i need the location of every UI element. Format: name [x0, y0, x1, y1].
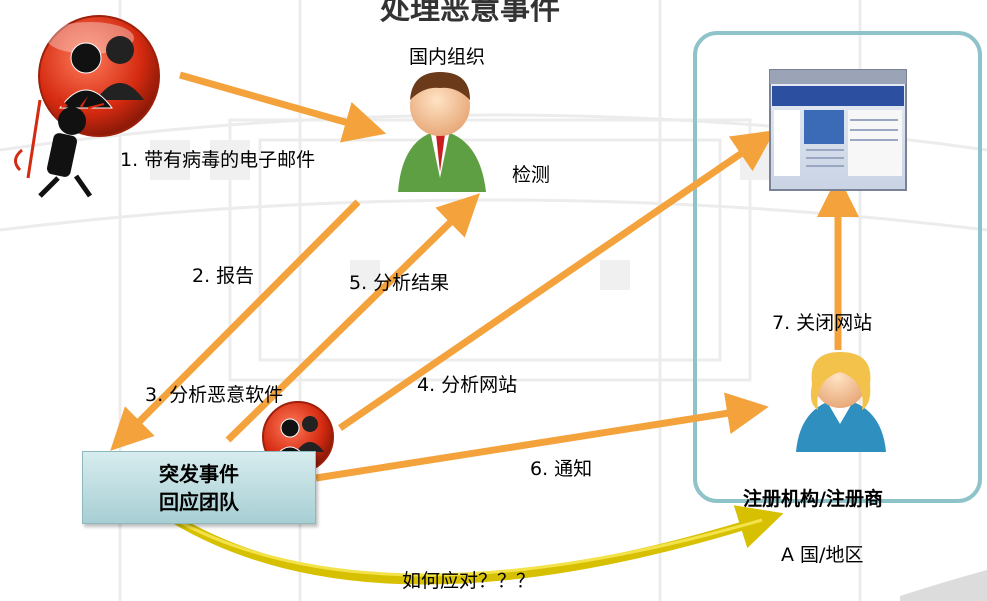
arrow-step5: [225, 193, 481, 443]
country-region: [693, 31, 982, 503]
attacker-group-icon: [38, 15, 160, 137]
arrow-step2: [110, 199, 361, 451]
curve-arrow: [173, 505, 784, 585]
registrar-label: 注册机构/注册商: [743, 488, 883, 510]
step4-label: 4. 分析网站: [417, 374, 518, 396]
page-title: 处理恶意事件: [380, 0, 560, 27]
arrow-step1: [179, 71, 387, 143]
page-curl-decoration: [900, 570, 987, 601]
domestic-org-label: 国内组织: [409, 46, 486, 68]
question-label: 如何应对？？？: [402, 570, 536, 592]
cirt-label-line1: 突发事件: [159, 461, 239, 486]
step2-label: 2. 报告: [192, 265, 255, 287]
cirt-label-line2: 回应团队: [159, 489, 239, 514]
step5-label: 5. 分析结果: [349, 272, 450, 294]
registrar-person-icon: [796, 352, 886, 452]
step3-label: 3. 分析恶意软件: [145, 384, 284, 406]
incident-response-team-box: 突发事件 回应团队: [82, 451, 316, 524]
detect-label: 检测: [512, 164, 551, 186]
arrow-step6: [315, 392, 769, 482]
step6-label: 6. 通知: [530, 458, 593, 480]
website-screenshot-icon: [769, 69, 907, 191]
devil-figure-icon: [14, 96, 105, 198]
country-label: A 国/地区: [781, 544, 864, 566]
domestic-person-icon: [398, 72, 486, 192]
step7-label: 7. 关闭网站: [772, 312, 873, 334]
arrow-step4: [338, 130, 776, 431]
step1-label: 1. 带有病毒的电子邮件: [120, 149, 316, 171]
